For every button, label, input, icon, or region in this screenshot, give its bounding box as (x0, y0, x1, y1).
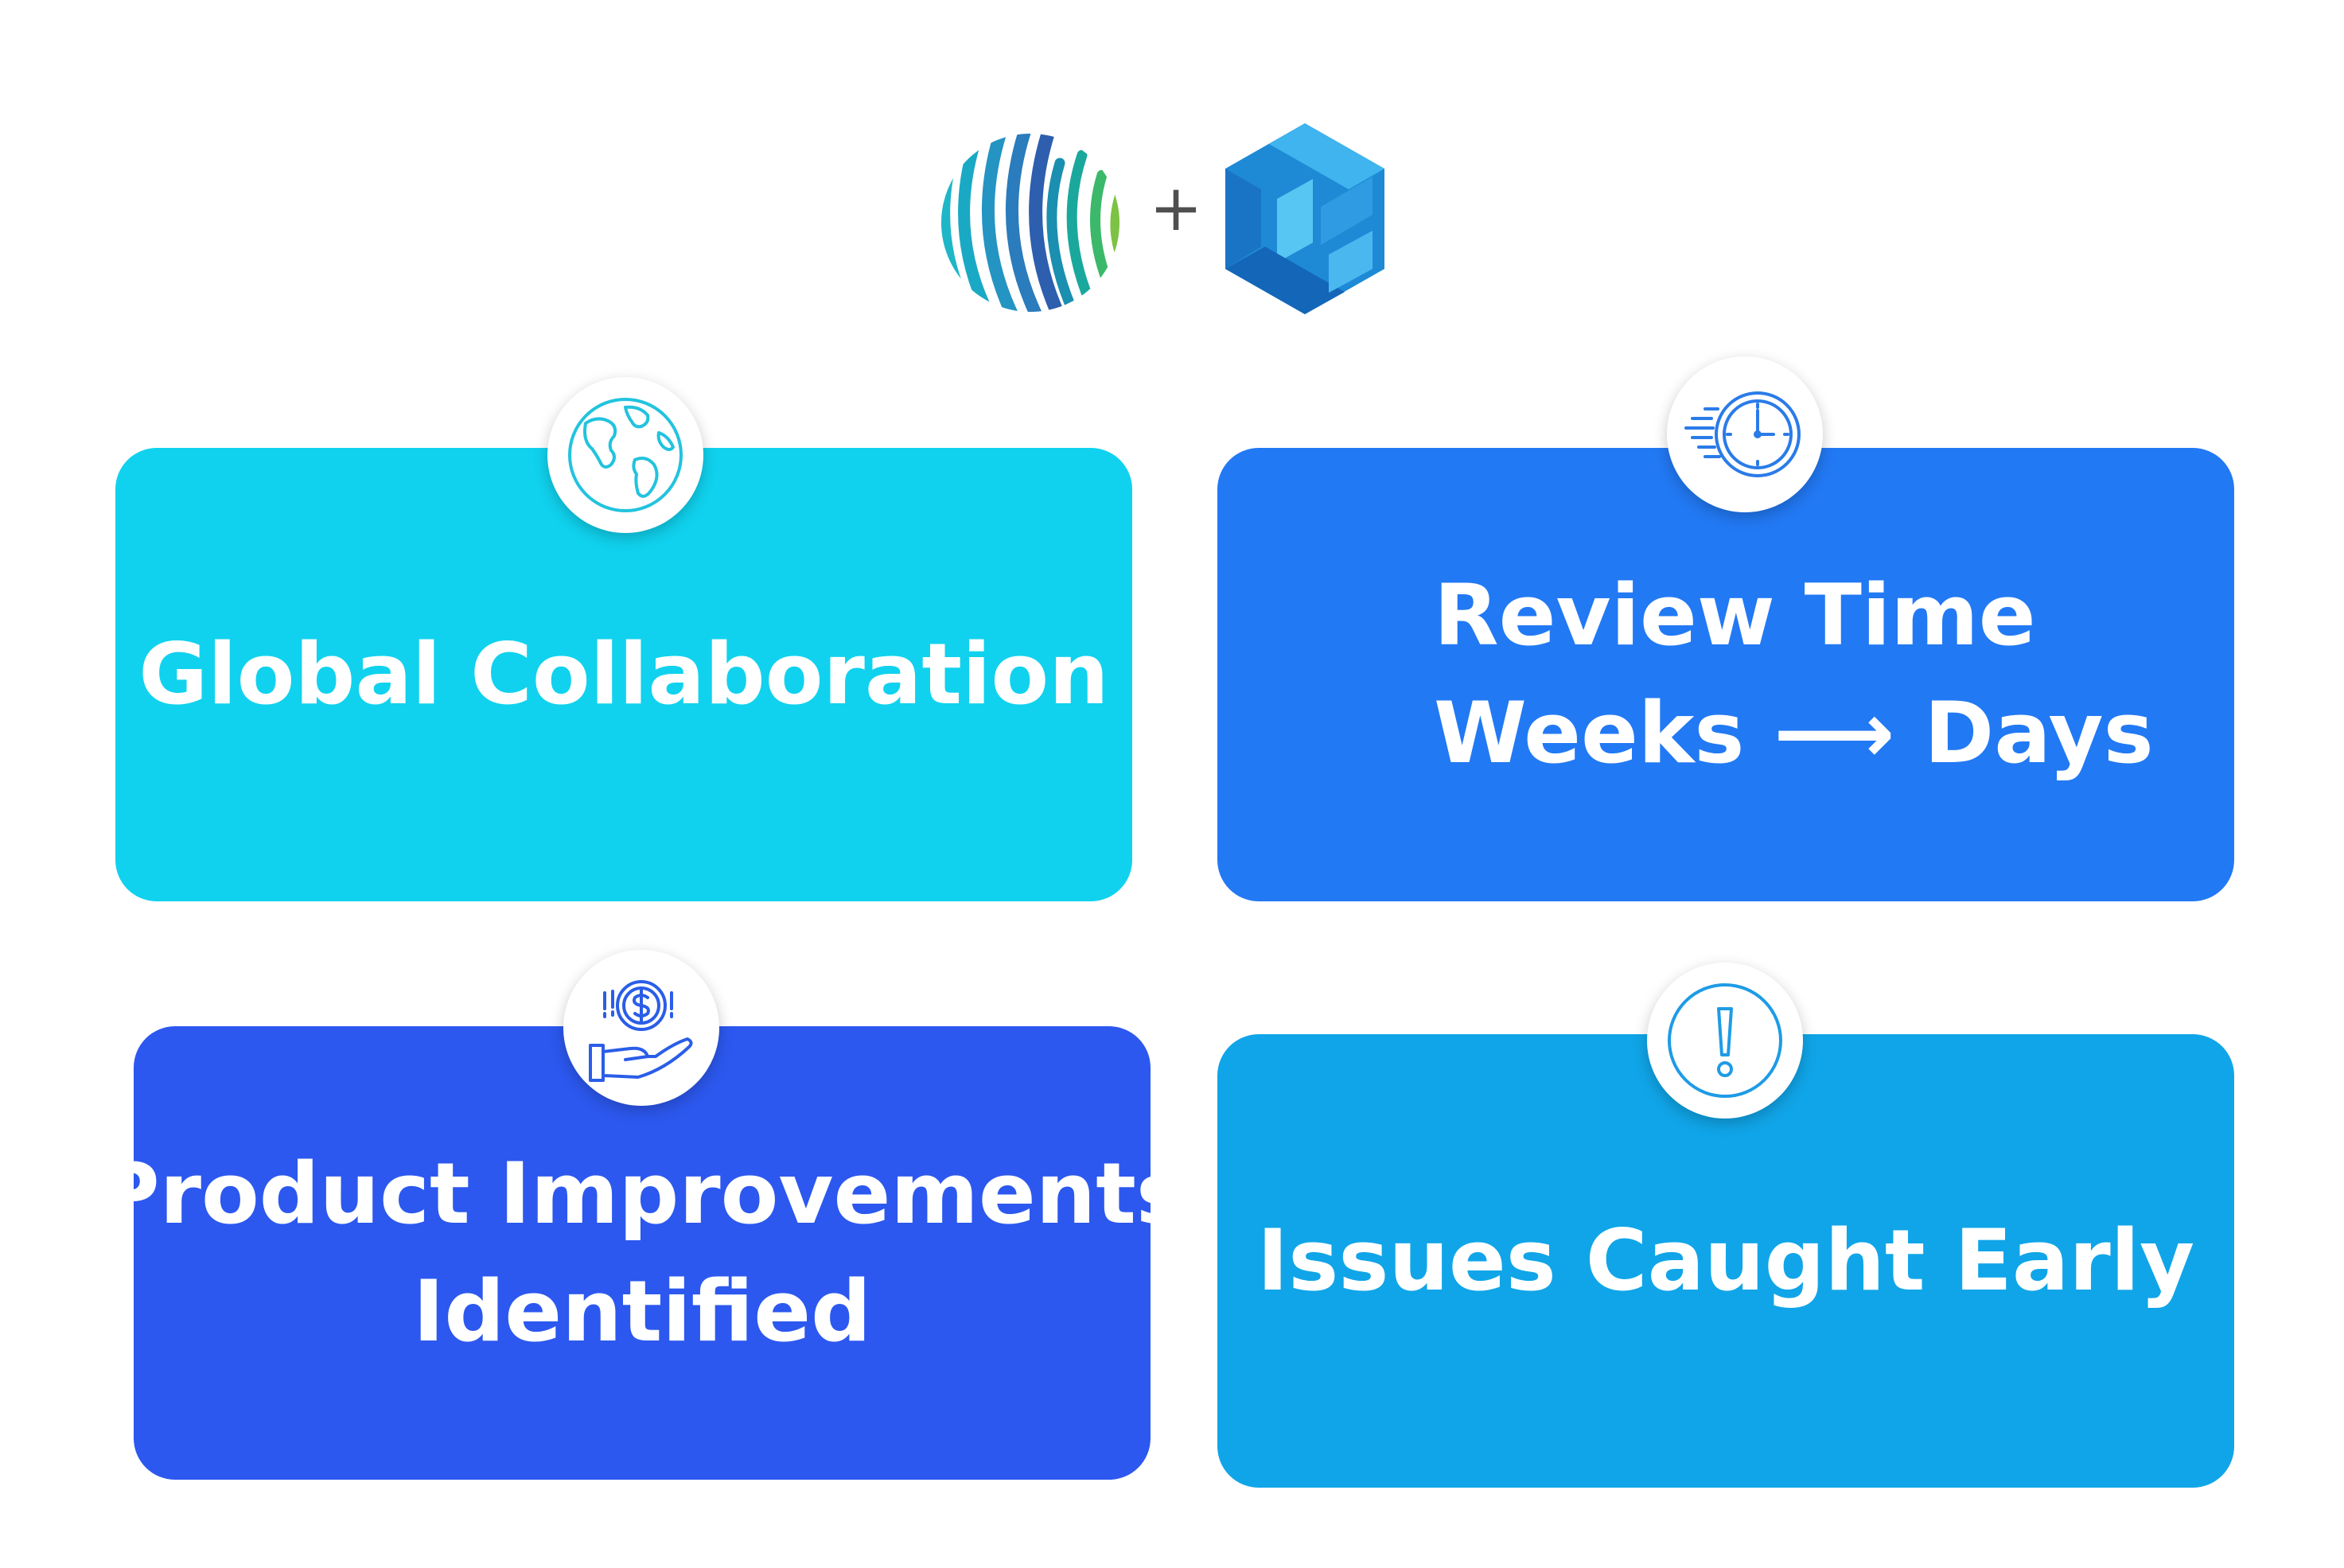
fast-clock-icon (1684, 391, 1801, 477)
blue-cube-logo-icon (1225, 123, 1384, 314)
card-title-line: Review Time (1434, 566, 2036, 664)
striped-circle-logo-icon (941, 134, 1119, 312)
hand-dollar-coin-icon (589, 980, 693, 1082)
card-title: Product Improvements Identified (98, 1135, 1186, 1372)
card-title: Global Collaboration (138, 616, 1108, 733)
globe-icon (568, 398, 683, 512)
card-title-line: Weeks ⟶ Days (1434, 684, 2154, 782)
clock-badge (1667, 356, 1823, 512)
partner-logos: + (939, 119, 1400, 318)
card-title-line: Identified (412, 1263, 871, 1360)
review-time-card: Review Time Weeks ⟶ Days (1217, 448, 2234, 901)
card-title-line: Issues Caught Early (1256, 1211, 2195, 1309)
card-title-line: Product Improvements (98, 1144, 1186, 1243)
globe-badge (547, 377, 703, 533)
plus-sign: + (1149, 171, 1203, 245)
card-title: Issues Caught Early (1257, 1202, 2194, 1320)
card-title-line: Global Collaboration (138, 624, 1109, 723)
dollar-hand-badge (563, 950, 719, 1106)
card-title: Review Time Weeks ⟶ Days (1434, 557, 2154, 793)
alert-badge (1647, 963, 1803, 1119)
exclamation-circle-icon (1668, 983, 1782, 1098)
